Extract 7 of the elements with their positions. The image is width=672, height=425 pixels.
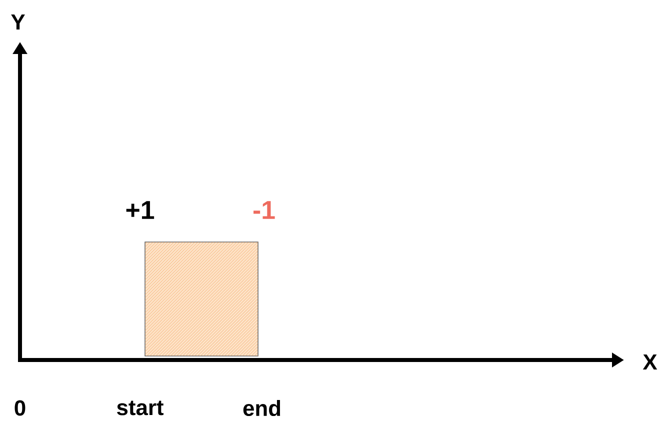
axis-label: 0 [14,400,26,416]
axis-label: Y [11,14,25,30]
axis-label: -1 [254,201,275,219]
axis-label: X [642,354,658,370]
axis-label: end [243,400,280,416]
axis-label: start [117,400,164,416]
axis-label: +1 [126,201,154,219]
